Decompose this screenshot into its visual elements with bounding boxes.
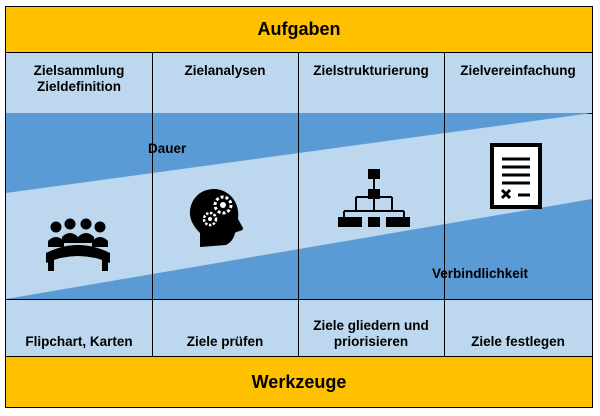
task-2-line1: Zielanalysen	[184, 63, 266, 78]
document-icon	[490, 143, 542, 209]
tool-cell-2: Ziele prüfen	[152, 300, 298, 357]
column-divider-3	[444, 53, 445, 357]
group-meeting-icon	[46, 218, 110, 271]
column-divider-2	[298, 53, 299, 357]
tool-1-line1: Flipchart, Karten	[25, 334, 133, 349]
head-gears-icon	[189, 188, 244, 247]
tool-cell-1: Flipchart, Karten	[6, 300, 152, 357]
tool-4-line1: Ziele festlegen	[471, 334, 565, 349]
tool-cell-3: Ziele gliedern und priorisieren	[298, 300, 444, 357]
tools-footer: Werkzeuge	[6, 356, 592, 407]
commitment-label: Verbindlichkeit	[432, 266, 529, 281]
duration-label: Dauer	[148, 141, 187, 156]
task-cell-4: Zielvereinfachung	[444, 53, 592, 114]
tasks-header: Aufgaben	[6, 7, 592, 53]
column-divider-1	[152, 53, 153, 357]
wedge-area: Dauer Verbindlichkeit	[6, 113, 592, 299]
tool-2-line1: Ziele prüfen	[186, 334, 264, 349]
task-1-line2: Zieldefinition	[37, 79, 121, 94]
tool-3-line2: priorisieren	[333, 334, 409, 349]
tool-row-divider	[6, 299, 592, 300]
task-1-line1: Zielsammlung	[33, 63, 125, 78]
task-cell-2: Zielanalysen	[152, 53, 298, 114]
task-cell-3: Zielstrukturierung	[298, 53, 444, 114]
task-4-line1: Zielvereinfachung	[460, 63, 576, 78]
hierarchy-icon	[338, 169, 410, 227]
tool-cell-4: Ziele festlegen	[444, 300, 592, 357]
task-cell-1: Zielsammlung Zieldefinition	[6, 53, 152, 114]
task-3-line1: Zielstrukturierung	[313, 63, 429, 78]
diagram-frame: Aufgaben Zielsammlung Zieldefinition Zie…	[5, 6, 593, 408]
tool-3-line1: Ziele gliedern und	[313, 318, 429, 333]
